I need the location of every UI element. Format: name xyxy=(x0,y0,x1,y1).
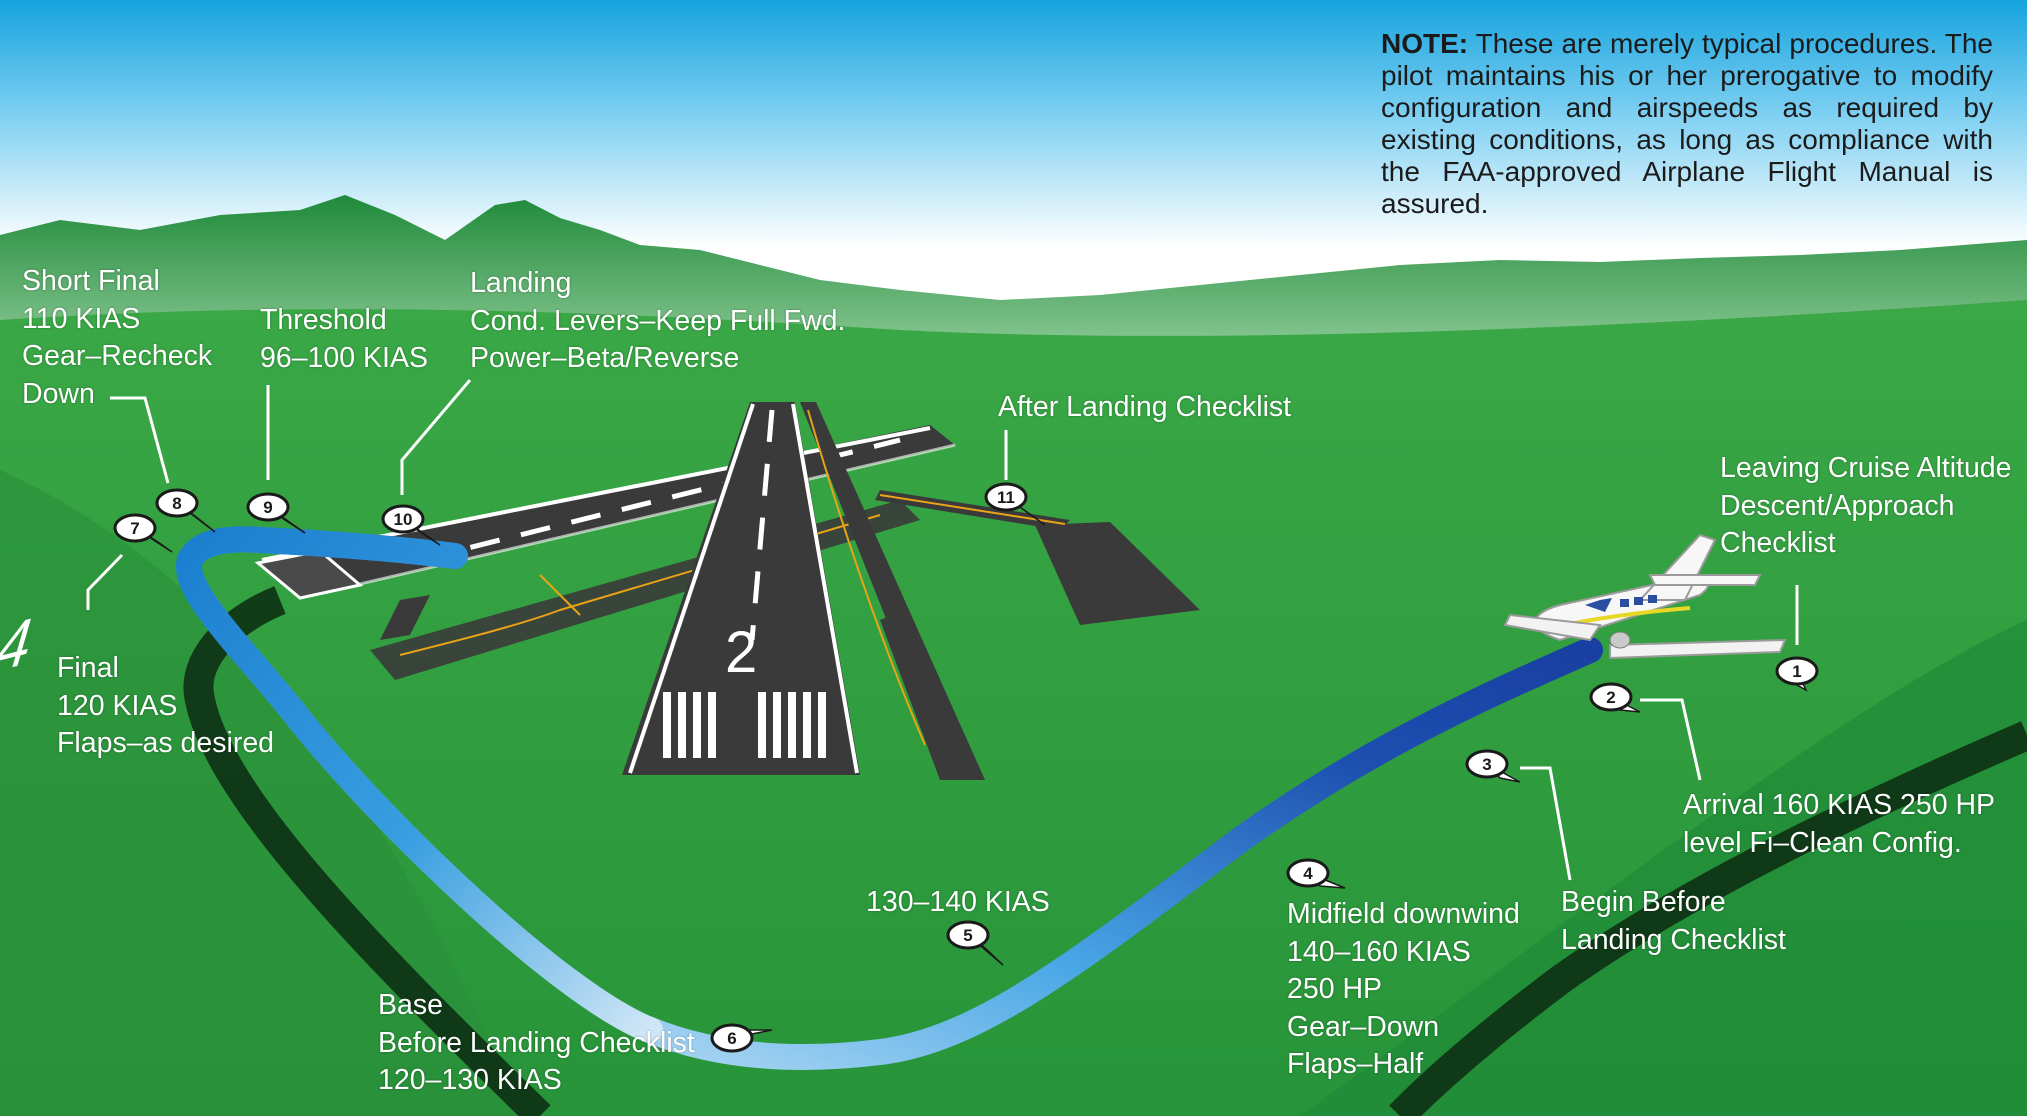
step-marker-5: 5 xyxy=(946,920,1004,966)
label-landing-line1: Landing xyxy=(470,267,572,299)
label-arrival: Arrival 160 KIAS 250 HP level Fi–Clean C… xyxy=(1683,787,1995,862)
runway-number-main: 2 xyxy=(725,620,757,685)
label-final-line2: 120 KIAS xyxy=(57,689,178,722)
step-marker-4: 4 xyxy=(1286,858,1346,889)
label-begin-line2: Landing Checklist xyxy=(1561,923,1786,956)
step-marker-badge xyxy=(946,920,990,950)
label-arrival-line2: level Fi–Clean Config. xyxy=(1683,826,1962,859)
label-midfield-line1: Midfield downwind xyxy=(1287,898,1520,930)
step-marker-number: 5 xyxy=(963,926,972,945)
step-marker-11: 11 xyxy=(984,482,1046,526)
step-marker-number: 1 xyxy=(1792,662,1801,681)
main-runway: 2 xyxy=(622,402,985,780)
label-landing-line3: Power–Beta/Reverse xyxy=(470,342,740,374)
label-final: Final 120 KIAS Flaps–as desired xyxy=(57,650,274,763)
note-heading: NOTE: xyxy=(1381,28,1469,59)
label-midfield-line2: 140–160 KIAS xyxy=(1287,935,1471,968)
step-marker-number: 6 xyxy=(727,1029,736,1048)
step-marker-number: 2 xyxy=(1606,688,1615,707)
label-midfield-line5: Flaps–Half xyxy=(1287,1048,1424,1080)
step-markers: 1 2 3 4 5 6 7 8 9 10 11 xyxy=(113,482,1819,1053)
step-marker-number: 8 xyxy=(172,494,181,513)
label-speed-5: 130–140 KIAS xyxy=(866,884,1050,922)
label-base: Base Before Landing Checklist 120–130 KI… xyxy=(378,987,695,1100)
label-landing: Landing Cond. Levers–Keep Full Fwd. Powe… xyxy=(470,265,845,378)
label-cruise-line3: Checklist xyxy=(1720,527,1836,559)
label-midfield-line3: 250 HP xyxy=(1287,973,1383,1005)
airplane xyxy=(1503,533,1787,660)
label-after-landing-line1: After Landing Checklist xyxy=(998,391,1292,423)
path-shadow-right xyxy=(1389,721,2027,1116)
label-arrival-line1: Arrival 160 KIAS 250 HP xyxy=(1683,789,1996,821)
label-begin-checklist: Begin Before Landing Checklist xyxy=(1561,884,1786,959)
grass-field xyxy=(0,300,2027,1116)
label-threshold-line1: Threshold xyxy=(260,304,387,336)
step-marker-badge xyxy=(1465,749,1509,779)
label-midfield-line4: Gear–Down xyxy=(1287,1010,1440,1043)
step-marker-badge xyxy=(1775,656,1819,686)
label-final-line1: Final xyxy=(57,652,119,684)
label-cruise: Leaving Cruise Altitude Descent/Approach… xyxy=(1720,450,2012,563)
step-marker-number: 7 xyxy=(130,519,139,538)
label-base-line2: Before Landing Checklist xyxy=(378,1026,695,1059)
step-marker-number: 11 xyxy=(997,488,1015,507)
traffic-pattern-path-left xyxy=(176,526,663,1043)
step-marker-9: 9 xyxy=(246,492,306,534)
step-marker-badge xyxy=(113,513,157,543)
label-landing-line2: Cond. Levers–Keep Full Fwd. xyxy=(470,304,846,337)
label-cruise-line1: Leaving Cruise Altitude xyxy=(1720,452,2012,484)
label-speed-5-line1: 130–140 KIAS xyxy=(866,886,1050,918)
label-base-line1: Base xyxy=(378,989,443,1021)
label-base-line3: 120–130 KIAS xyxy=(378,1064,562,1096)
step-marker-number: 9 xyxy=(263,498,272,517)
step-marker-number: 3 xyxy=(1482,755,1491,774)
label-final-line3: Flaps–as desired xyxy=(57,727,275,759)
leader-lines xyxy=(86,379,1799,881)
label-threshold-line2: 96–100 KIAS xyxy=(260,341,428,374)
step-marker-7: 7 xyxy=(113,513,173,553)
step-marker-6: 6 xyxy=(710,1023,773,1053)
step-marker-badge xyxy=(1286,858,1330,888)
step-marker-badge xyxy=(246,492,290,522)
step-marker-number: 4 xyxy=(1303,864,1313,883)
label-midfield: Midfield downwind 140–160 KIAS 250 HP Ge… xyxy=(1287,896,1520,1084)
step-marker-badge xyxy=(381,504,425,534)
field-shade-right xyxy=(1300,620,2027,1116)
step-marker-3: 3 xyxy=(1465,749,1521,783)
label-short-final-line3: Gear–Recheck xyxy=(22,340,213,372)
label-cruise-line2: Descent/Approach xyxy=(1720,489,1955,522)
label-after-landing: After Landing Checklist xyxy=(998,389,1291,427)
label-short-final-line4: Down xyxy=(22,377,95,410)
step-marker-badge xyxy=(1589,682,1633,712)
label-short-final-line2: 110 KIAS xyxy=(22,302,141,335)
note-text-block: NOTE: These are merely typical procedure… xyxy=(1381,28,1993,220)
step-marker-2: 2 xyxy=(1589,682,1641,713)
label-begin-line1: Begin Before xyxy=(1561,886,1726,918)
step-marker-badge xyxy=(155,488,199,518)
label-short-final-line1: Short Final xyxy=(22,265,160,297)
step-marker-number: 10 xyxy=(394,510,413,529)
step-marker-10: 10 xyxy=(381,504,441,546)
label-threshold: Threshold 96–100 KIAS xyxy=(260,302,428,377)
step-marker-badge xyxy=(984,482,1028,512)
step-marker-badge xyxy=(710,1023,754,1053)
note-body: These are merely typical procedures. The… xyxy=(1381,28,1993,219)
apron xyxy=(875,490,1200,625)
step-marker-1: 1 xyxy=(1775,656,1819,692)
step-marker-8: 8 xyxy=(155,488,216,533)
label-short-final: Short Final 110 KIAS Gear–Recheck Down xyxy=(22,263,212,413)
